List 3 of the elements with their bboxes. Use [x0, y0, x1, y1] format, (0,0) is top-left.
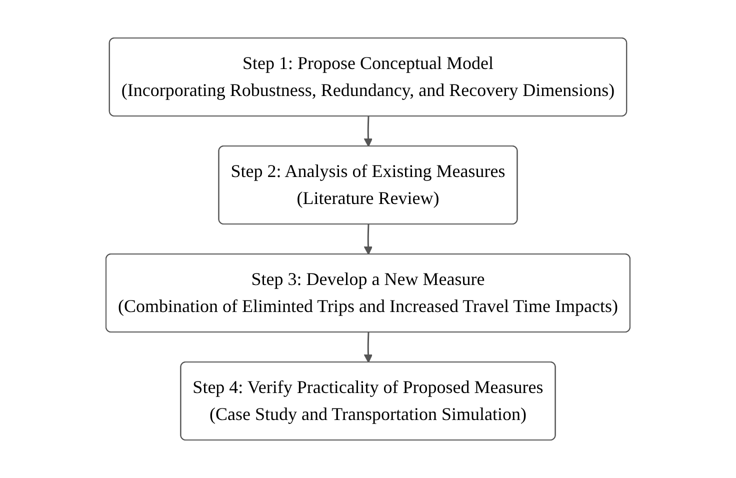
arrow — [364, 332, 373, 363]
arrow — [364, 116, 373, 147]
arrow — [364, 224, 373, 255]
